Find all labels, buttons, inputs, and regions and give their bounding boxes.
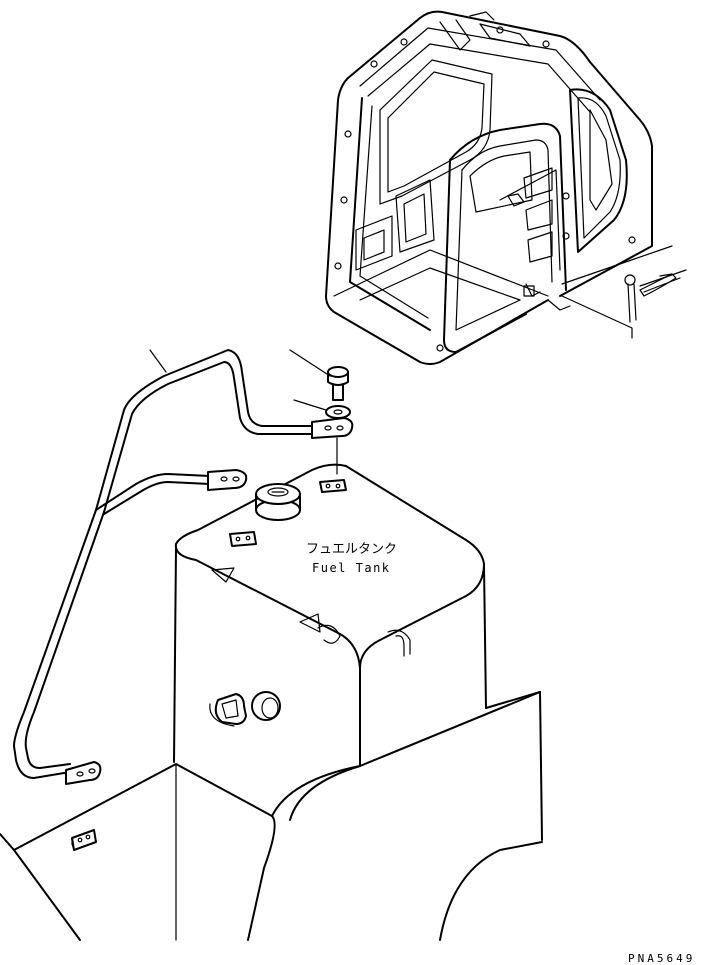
washer: [293, 399, 351, 419]
machine-frame: [0, 691, 543, 941]
tank-label-en: Fuel Tank: [312, 561, 391, 575]
operator-cab: [325, 10, 653, 365]
bolt: [289, 349, 349, 401]
drawing-code: PNA5649: [628, 952, 695, 965]
fuel-tank: [173, 463, 487, 767]
cab-ground-strap: [561, 245, 687, 323]
ground-cable: [13, 349, 354, 785]
tank-label-jp: フュエルタンク: [306, 542, 397, 557]
